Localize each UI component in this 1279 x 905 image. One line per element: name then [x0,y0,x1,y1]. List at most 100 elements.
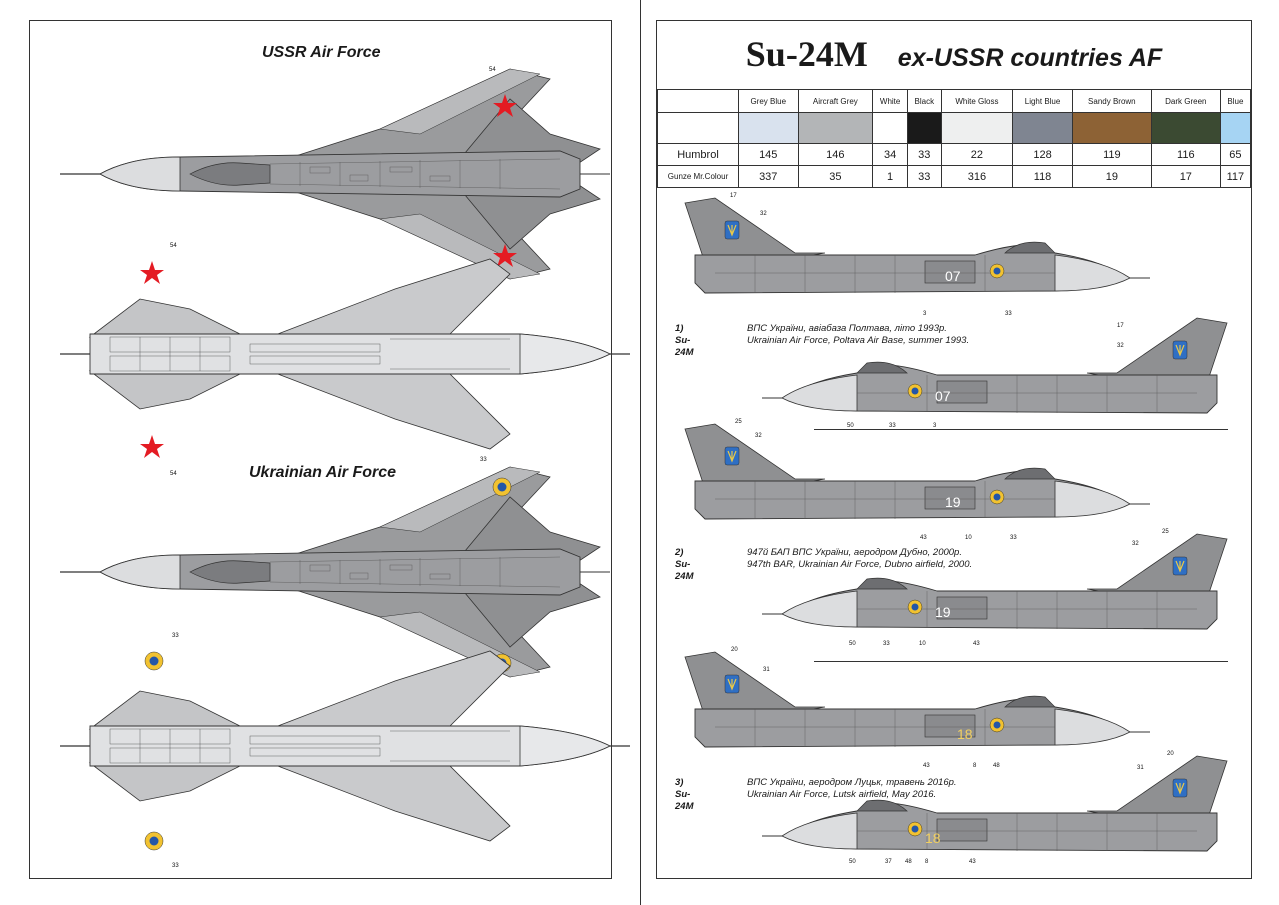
profile-2-left-side: 19 25 32 43 10 33 [675,419,1155,544]
ussr-section-title: USSR Air Force [262,44,381,61]
callout-label: 33 [1010,535,1017,541]
humbrol-label: Humbrol [657,143,739,166]
callout-label: 32 [755,433,762,439]
gunze-code: 118 [1012,165,1073,188]
subject-title: ex-USSR countries AF [897,44,1163,72]
red-star-icon [493,94,517,117]
ussr-bottom-view: 54 54 [50,239,630,477]
callout-label: 33 [172,633,179,639]
gunze-code: 316 [940,165,1014,188]
callout-label: 32 [1132,541,1139,547]
callout-label: 33 [480,457,487,463]
color-swatch [872,112,909,144]
callout-label: 43 [973,641,980,647]
color-swatch [907,112,942,144]
model-title: Su-24M [745,34,868,74]
humbrol-code: 33 [907,143,942,166]
palette-corner [657,112,739,144]
callout-label: 20 [731,647,738,653]
tail-number: 19 [945,494,961,510]
profile-2-line2: 947th BAR, Ukrainian Air Force, Dubno ai… [747,559,973,570]
callout-label: 25 [1162,529,1169,535]
tail-number: 07 [945,268,961,284]
callout-label: 10 [919,641,926,647]
callout-label: 31 [763,667,770,673]
gunze-label: Gunze Mr.Colour [657,165,739,188]
color-swatch [1071,112,1152,144]
callout-label: 43 [923,763,930,769]
palette-humbrol-row: Humbrol 145 146 34 33 22 128 119 116 65 [657,143,1252,166]
color-swatch [940,112,1014,144]
color-swatch [1150,112,1221,144]
gunze-code: 337 [738,165,799,188]
palette-color-name: White Gloss [940,89,1014,113]
profile-1-right-side: 07 17 32 50 33 3 [757,313,1237,438]
gunze-code: 19 [1071,165,1152,188]
profile-3-left-side: 18 20 31 43 8 48 [675,647,1155,772]
callout-label: 50 [849,859,856,865]
profile-2-line1: 947й БАП ВПС України, аеродром Дубно, 20… [747,547,962,558]
separator-line [814,429,1228,430]
callout-label: 33 [883,641,890,647]
palette-color-name: Aircraft Grey [797,89,874,113]
color-swatch [1219,112,1252,144]
callout-label: 20 [1167,751,1174,757]
palette-color-name: Sandy Brown [1071,89,1152,113]
color-palette-table: Grey Blue Aircraft Grey White Black Whit… [657,89,1252,188]
red-star-icon [140,435,164,458]
callout-label: 3 [923,311,927,317]
callout-label: 37 [885,859,892,865]
callout-label: 17 [730,193,737,199]
humbrol-code: 128 [1012,143,1073,166]
palette-color-name: Grey Blue [738,89,799,113]
callout-label: 54 [170,243,177,249]
sheet-title: Su-24M ex-USSR countries AF [657,33,1251,75]
center-divider [640,0,641,905]
callout-label: 43 [920,535,927,541]
palette-swatch-row [657,112,1252,144]
red-star-icon [493,244,517,267]
profile-1-lead: 1) Su-24M [675,323,694,358]
tail-number: 18 [925,830,941,846]
profile-sheet: Su-24M ex-USSR countries AF Grey Blue Air… [656,20,1252,879]
profile-3-right-side: 18 20 31 50 37 48 8 43 [757,751,1237,876]
tail-number: 07 [935,388,951,404]
humbrol-code: 22 [940,143,1014,166]
palette-color-name: Dark Green [1150,89,1221,113]
humbrol-code: 34 [872,143,909,166]
callout-label: 54 [489,67,496,73]
gunze-code: 1 [872,165,909,188]
palette-color-name: White [872,89,909,113]
gunze-code: 35 [797,165,874,188]
profile-3-lead: 3) Su-24M [675,777,694,812]
color-swatch [738,112,799,144]
profile-3-line2: Ukrainian Air Force, Lutsk airfield, May… [747,789,937,800]
profile-1-line2: Ukrainian Air Force, Poltava Air Base, s… [747,335,970,346]
humbrol-code: 119 [1071,143,1152,166]
profile-1-left-side: 07 17 32 3 33 [675,193,1155,318]
callout-label: 3 [933,423,937,429]
ukraine-section-title: Ukrainian Air Force [249,464,397,481]
profile-2-lead: 2) Su-24M [675,547,694,582]
callout-label: 31 [1137,765,1144,771]
roundel-icon [492,477,512,497]
callout-label: 50 [849,641,856,647]
red-star-icon [140,261,164,284]
humbrol-code: 116 [1150,143,1221,166]
callout-label: 25 [735,419,742,425]
callout-label: 50 [847,423,854,429]
humbrol-code: 65 [1219,143,1252,166]
callout-label: 33 [1005,311,1012,317]
callout-label: 8 [925,859,929,865]
callout-label: 32 [760,211,767,217]
tail-number: 19 [935,604,951,620]
palette-corner [657,89,739,113]
roundel-icon [144,651,164,671]
gunze-code: 17 [1150,165,1221,188]
profile-1-line1: ВПС України, авіабаза Полтава, літо 1993… [747,323,947,334]
ukraine-bottom-view: 33 33 [50,631,630,871]
color-swatch [1012,112,1073,144]
profile-3-line1: ВПС України, аеродром Луцьк, травень 201… [747,777,957,788]
humbrol-code: 146 [797,143,874,166]
palette-color-name: Blue [1219,89,1252,113]
